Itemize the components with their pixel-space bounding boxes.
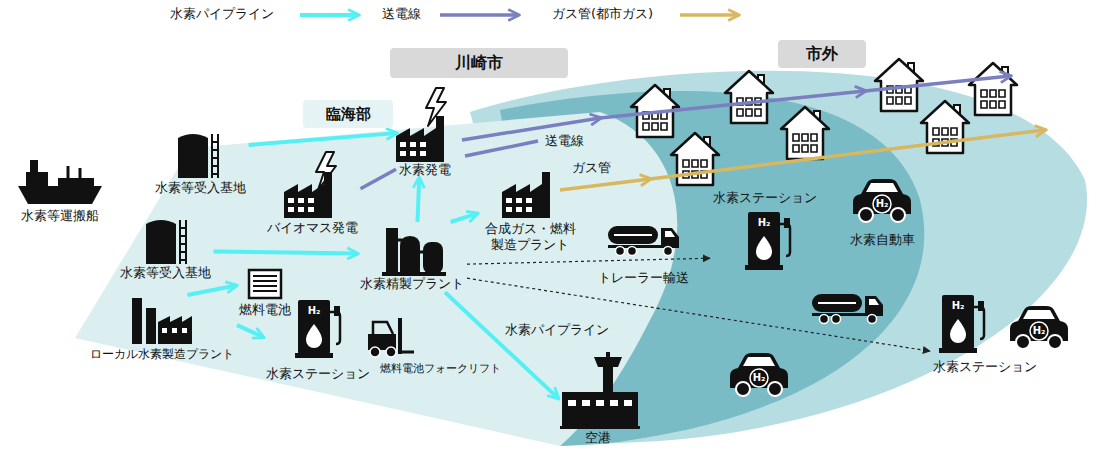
transport-arrow [467, 278, 930, 351]
facility-label: 水素精製プラント [360, 276, 464, 292]
icon-space [598, 350, 599, 430]
refinery-icon [382, 228, 446, 276]
region-label: 市外 [806, 44, 838, 64]
car-icon [1010, 306, 1068, 349]
facility-node: 水素ステーション [930, 295, 1040, 375]
factory-icon [502, 172, 550, 218]
icon-space [312, 150, 313, 220]
legend-samples [300, 15, 738, 16]
ship-icon [18, 160, 102, 204]
facility-label: 水素ステーション [713, 190, 817, 206]
icon-mark: H₂ [952, 301, 965, 311]
icon-space [765, 206, 766, 270]
icon-space [985, 295, 986, 359]
region-tag: 川崎市 [390, 48, 568, 78]
pipeline-arrow [418, 178, 420, 222]
icon-space [265, 268, 266, 302]
car-icon [730, 353, 788, 396]
facility-node: 水素等運搬船 [18, 150, 102, 224]
station-icon [939, 295, 984, 353]
icon-space [425, 88, 426, 162]
facility-label: 合成ガス・燃料 製造プラント [480, 221, 580, 254]
airport-icon [560, 352, 640, 429]
pipeline-arrow [214, 251, 358, 253]
car-icon [853, 179, 911, 222]
facility-node: 水素自動車 [847, 176, 918, 248]
facility-node: 空港 [558, 350, 638, 446]
local-plant-icon [132, 298, 192, 344]
icon-mark: H₂ [308, 306, 321, 316]
transport-arrow [467, 258, 710, 264]
facility-label: 水素自動車 [850, 232, 915, 248]
facility-node: 水素等受入基地 [152, 128, 249, 196]
icon-space [412, 222, 413, 276]
facility-node: 燃料電池 [236, 268, 294, 318]
icon-mark: H₂ [758, 218, 771, 228]
pipeline-arrow [445, 292, 558, 398]
houses [631, 59, 1017, 185]
facility-label: 水素発電 [399, 162, 451, 178]
legend-text: ガス管(都市ガス) [552, 6, 653, 22]
region-tag: 臨海部 [303, 100, 393, 128]
facility-label: 水素ステーション [266, 366, 370, 382]
tank-icon [146, 220, 186, 264]
facility-label: 燃料電池 [239, 302, 291, 318]
icon-space [165, 215, 166, 265]
legend-text: 水素パイプライン [170, 6, 274, 22]
facility-label: バイオマス発電 [267, 220, 358, 236]
icon-space [200, 128, 201, 180]
factory-icon [284, 172, 332, 218]
region-label: 川崎市 [455, 53, 503, 73]
facility-node: 水素等受入基地 [117, 215, 214, 281]
fuel-cell-icon [249, 270, 281, 298]
facility-node: 水素発電 [396, 88, 454, 178]
factory-icon [396, 116, 444, 162]
facility-label: 燃料電池フォークリフト [380, 362, 501, 376]
facility-node: 合成ガス・燃料 製造プラント [477, 165, 583, 254]
icon-space [162, 295, 163, 347]
facility-label: 水素等運搬船 [21, 208, 99, 224]
tank-icon [178, 134, 218, 178]
facility-node: 水素ステーション [710, 190, 820, 270]
facility-node: 水素精製プラント [357, 222, 467, 292]
truck-icon [608, 226, 679, 256]
gas-pipe [560, 130, 1045, 190]
pipeline-arrow [249, 133, 397, 145]
station-icon [745, 212, 790, 270]
legend-text: 送電線 [382, 6, 421, 22]
icon-mark: H₂ [753, 373, 766, 383]
pipeline-arrow [361, 169, 397, 189]
forklift-icon [368, 318, 414, 357]
facility-label: 水素ステーション [933, 359, 1037, 375]
icon-mark: H₂ [876, 199, 889, 209]
pipeline-arrow [237, 325, 263, 337]
facility-label: 水素等受入基地 [120, 265, 211, 281]
coastal-region [75, 112, 677, 446]
facility-label: 空港 [585, 430, 611, 446]
region-label: 臨海部 [326, 105, 371, 124]
facility-label: ローカル水素製造プラント [90, 347, 234, 362]
pipeline-arrow [451, 214, 478, 222]
icon-space [530, 165, 531, 221]
icon-space [60, 150, 61, 208]
facility-node: バイオマス発電 [264, 150, 361, 236]
facility-node: 燃料電池フォークリフト [377, 318, 504, 376]
line-label: 送電線 [545, 133, 584, 149]
icon-space [440, 318, 441, 362]
line-label: ガス管 [572, 160, 611, 176]
truck-icon [812, 294, 883, 324]
station-icon [295, 300, 340, 358]
facility-node: ローカル水素製造プラント [87, 295, 237, 362]
region-tag: 市外 [778, 40, 866, 68]
edge-label: 水素パイプライン [505, 322, 609, 338]
icon-mark: H₂ [1033, 326, 1046, 336]
edge-label: トレーラー輸送 [598, 270, 689, 286]
pipeline-arrow [188, 286, 237, 295]
facility-label: 水素等受入基地 [155, 180, 246, 196]
